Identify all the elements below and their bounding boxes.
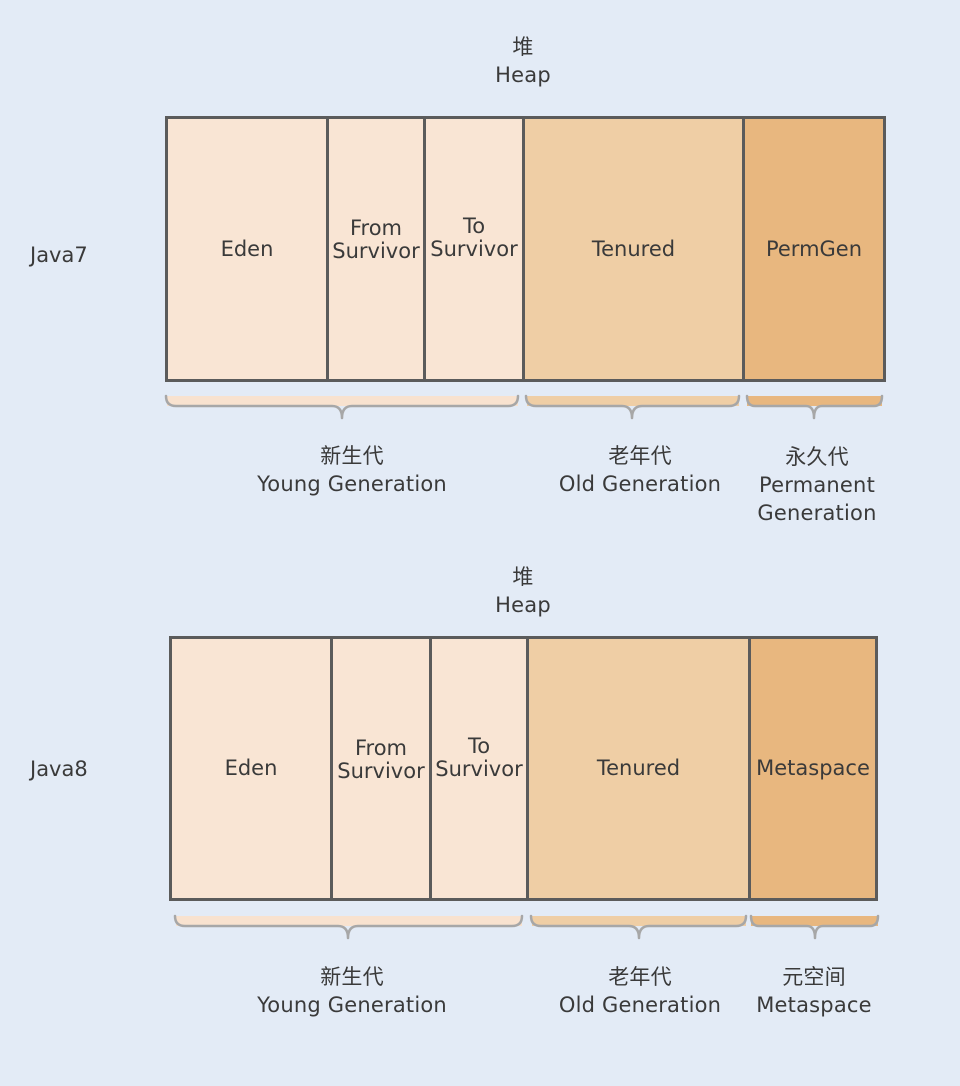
perm-gen-zh-java7: 永久代 <box>785 445 849 469</box>
from-survivor-label-line1: From <box>349 216 403 240</box>
to-survivor-cell-java8: To Survivor <box>432 639 529 898</box>
permgen-label: PermGen <box>765 236 863 261</box>
perm-gen-en-line1-java7: Permanent <box>759 473 875 497</box>
meta-brace-fill-java8 <box>751 916 878 926</box>
young-gen-zh-java7: 新生代 <box>320 444 384 468</box>
tenured-label: Tenured <box>591 236 676 261</box>
eden-label: Eden <box>224 756 278 780</box>
perm-brace-fill-java7 <box>747 396 882 406</box>
heap-title-zh-java7: 堆 <box>512 35 534 59</box>
old-brace-icon-java7 <box>524 394 741 420</box>
old-gen-zh-java8: 老年代 <box>608 965 672 989</box>
old-gen-en-java8: Old Generation <box>558 993 722 1017</box>
young-brace-icon-java8 <box>173 914 524 940</box>
metaspace-cell-java8: Metaspace <box>751 639 875 898</box>
from-survivor-label-line1: From <box>354 735 408 760</box>
heap-bar-java8: Eden From Survivor To Survivor Tenured M… <box>169 636 878 901</box>
to-survivor-label-line2: Survivor <box>430 237 518 261</box>
young-brace-fill-java7 <box>167 396 518 406</box>
metaspace-label: Metaspace <box>756 756 870 780</box>
perm-gen-en-line2-java7: Generation <box>757 501 877 525</box>
young-brace-icon-java7 <box>164 394 520 420</box>
from-survivor-label-line2: Survivor <box>332 239 420 263</box>
young-brace-fill-java8 <box>176 916 522 926</box>
metaspace-zh-java8: 元空间 <box>782 965 846 989</box>
to-survivor-label-line1: To <box>462 214 486 238</box>
heap-bar-java7: Eden From Survivor To Survivor Tenured P… <box>165 116 886 382</box>
metaspace-en-java8: Metaspace <box>756 993 872 1017</box>
eden-cell-java7: Eden <box>168 119 329 379</box>
young-gen-zh-java8: 新生代 <box>320 965 384 989</box>
to-survivor-cell-java7: To Survivor <box>426 119 525 379</box>
from-survivor-cell-java8: From Survivor <box>333 639 432 898</box>
tenured-cell-java7: Tenured <box>525 119 745 379</box>
from-survivor-label-line2: Survivor <box>337 758 425 783</box>
young-gen-en-java7: Young Generation <box>257 472 447 496</box>
to-survivor-label-line2: Survivor <box>435 756 523 781</box>
old-brace-icon-java8 <box>529 914 748 940</box>
row-label-java7: Java7 <box>30 243 88 267</box>
perm-brace-icon-java7 <box>745 394 884 420</box>
tenured-label: Tenured <box>596 756 681 780</box>
eden-label: Eden <box>220 236 274 261</box>
young-gen-en-java8: Young Generation <box>257 993 447 1017</box>
heap-title-en-java7: Heap <box>495 63 551 87</box>
heap-title-zh-java8: 堆 <box>512 565 534 589</box>
to-survivor-label-line1: To <box>467 733 491 758</box>
row-label-java8: Java8 <box>30 757 88 781</box>
eden-cell-java8: Eden <box>172 639 333 898</box>
old-gen-zh-java7: 老年代 <box>608 444 672 468</box>
tenured-cell-java8: Tenured <box>529 639 751 898</box>
old-brace-fill-java7 <box>527 396 739 406</box>
permgen-cell-java7: PermGen <box>745 119 883 379</box>
meta-brace-icon-java8 <box>749 914 880 940</box>
heap-title-en-java8: Heap <box>495 593 551 617</box>
old-gen-en-java7: Old Generation <box>558 472 722 496</box>
from-survivor-cell-java7: From Survivor <box>329 119 426 379</box>
old-brace-fill-java8 <box>532 916 746 926</box>
